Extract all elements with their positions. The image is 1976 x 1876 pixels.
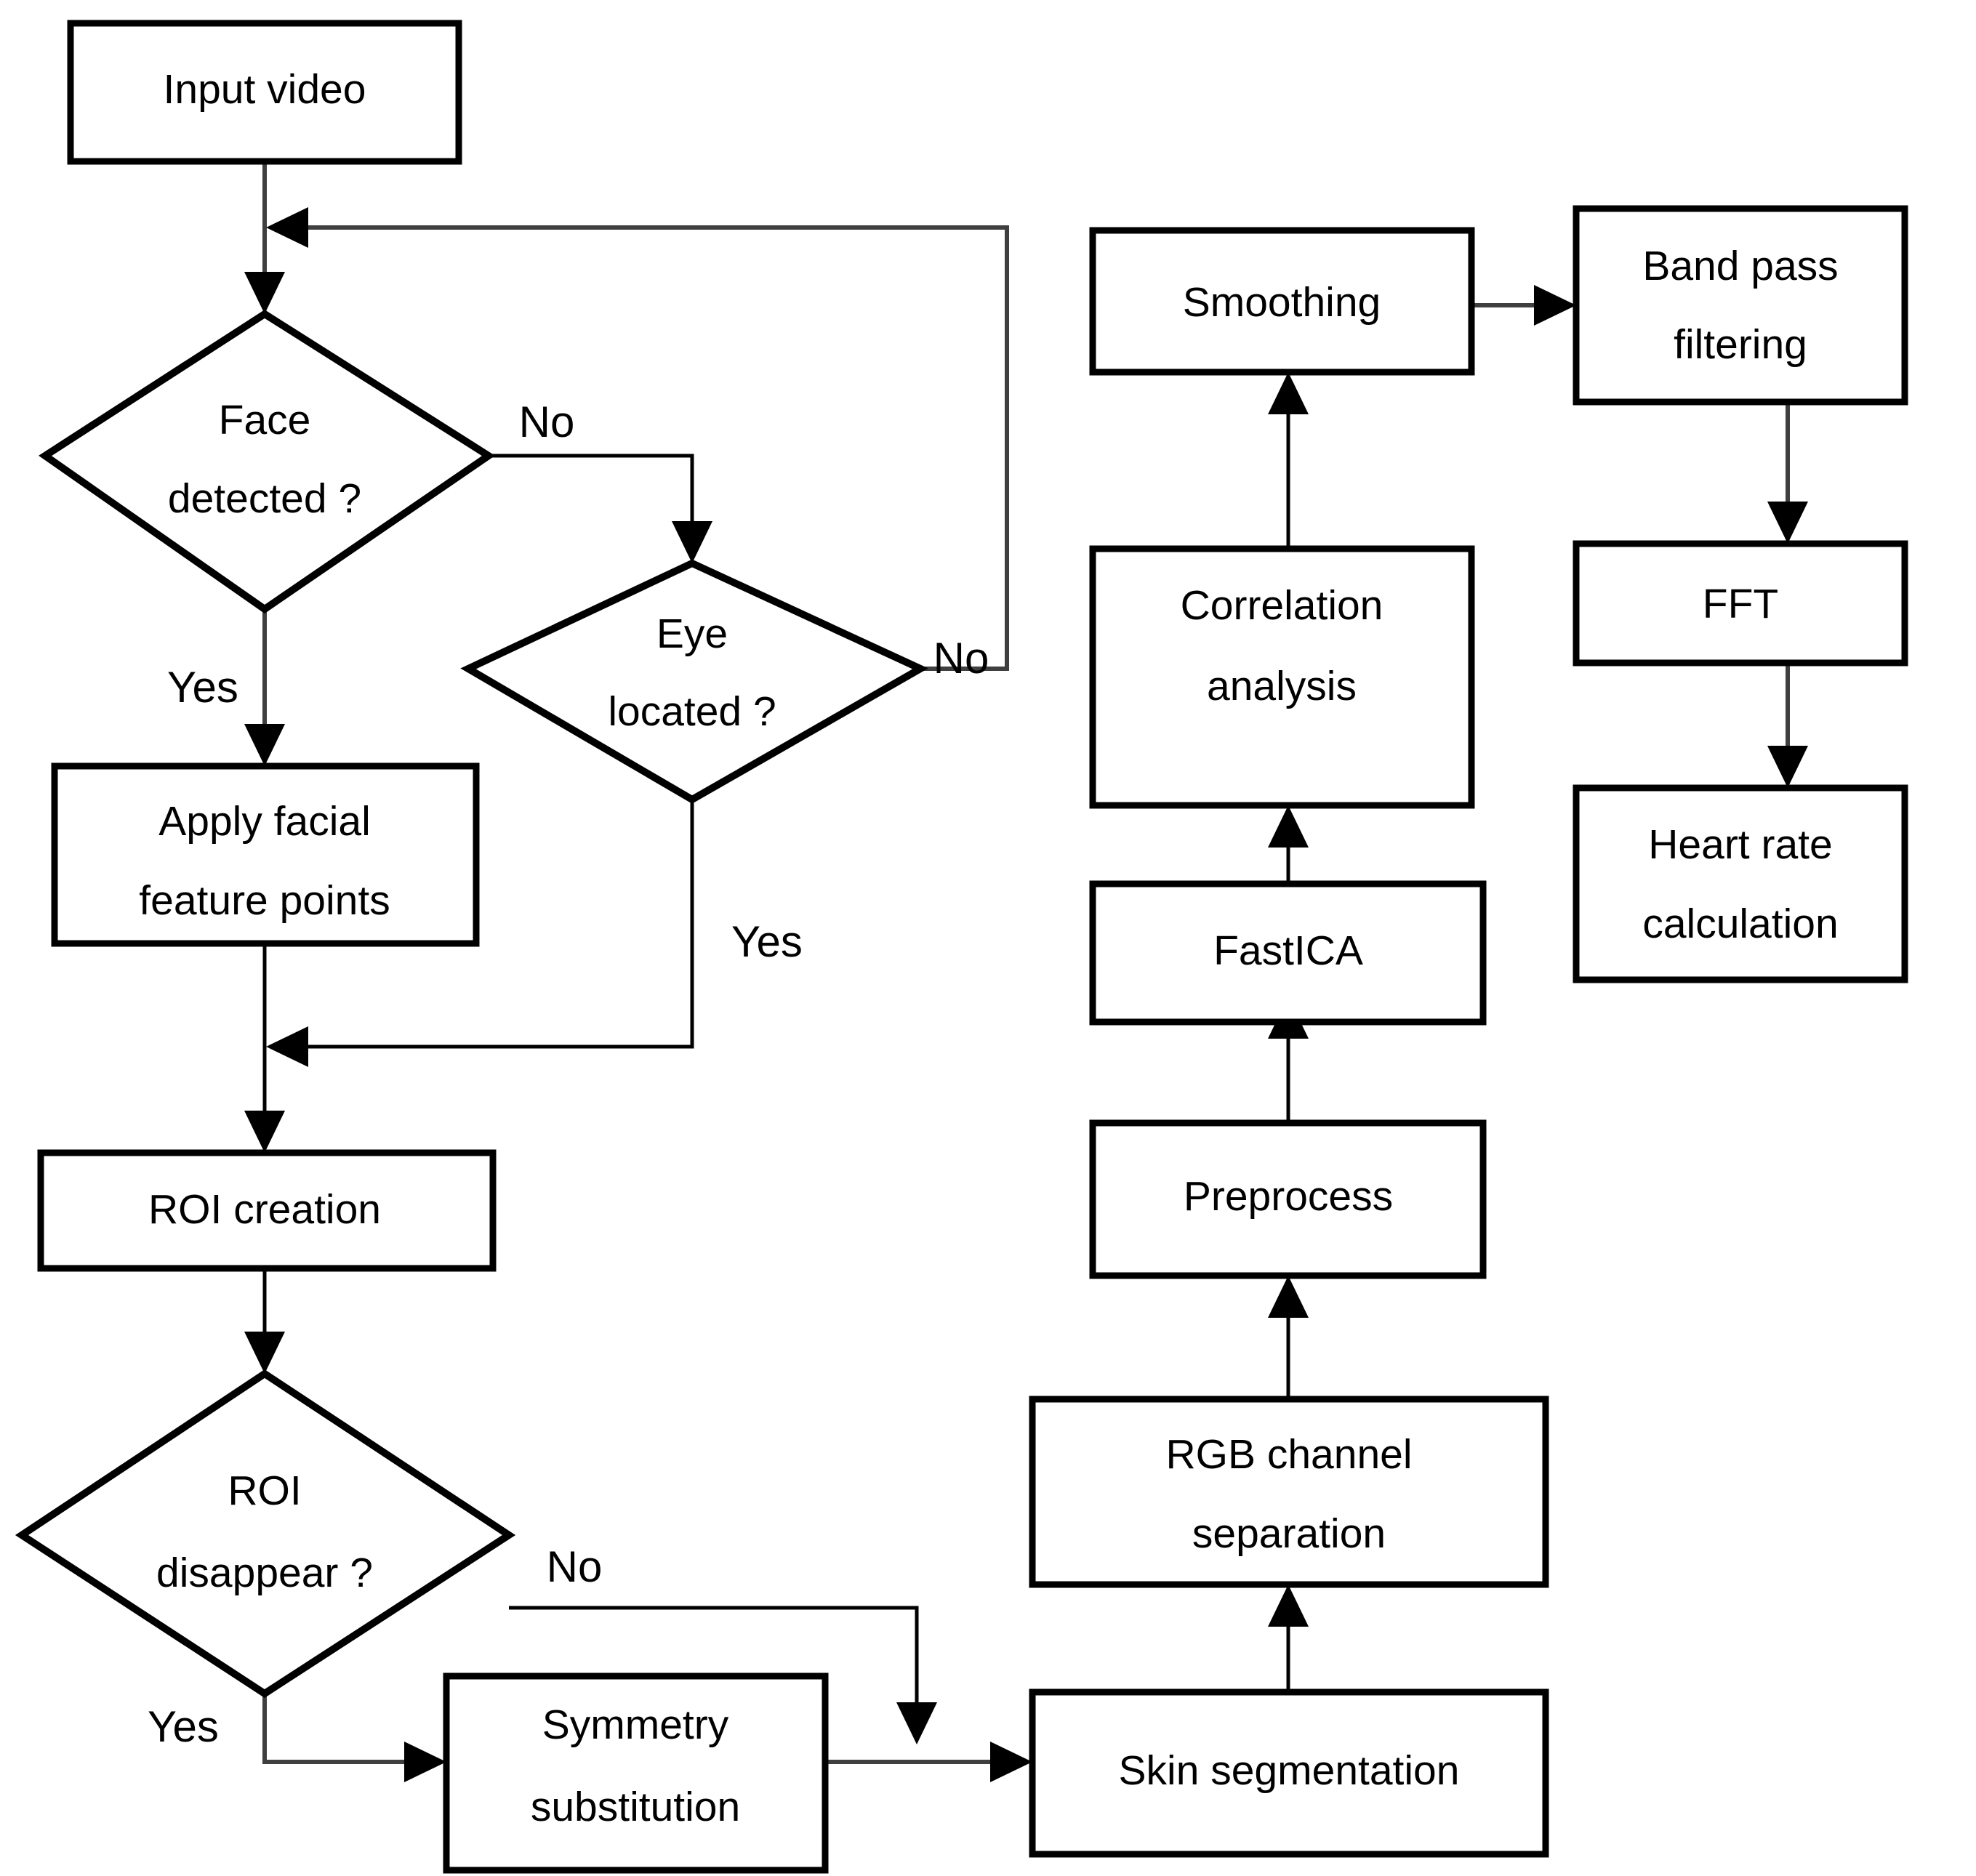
node-roi-disappear[interactable]: ROI disappear ? [15,1369,516,1698]
node-band-pass-filtering-label-line2: filtering [1674,321,1807,368]
node-eye-located[interactable]: Eye located ? [460,559,928,804]
edge-group [244,161,1808,1782]
node-correlation-analysis-shape [1089,545,1475,809]
node-heart-rate-calculation-label-line1: Heart rate [1648,821,1832,868]
edge-roi-no [509,1606,919,1719]
node-roi-disappear-label-line1: ROI [228,1468,301,1514]
arrowhead-face-no [672,521,712,563]
node-face-detected-label-line1: Face [219,397,311,443]
node-face-detected-shape [39,310,496,614]
node-heart-rate-calculation-label-line2: calculation [1642,901,1838,947]
arrowhead-input-to-face [244,272,285,314]
arrowhead-eye-no-loopback [266,207,308,248]
arrowhead-roi-no [896,1702,937,1744]
edge-label-face-no: No [519,398,575,446]
node-apply-facial-label-line2: feature points [139,877,390,924]
node-eye-located-label-line1: Eye [656,611,728,657]
node-symmetry-substitution-label-line1: Symmetry [542,1702,729,1748]
arrowhead-applyfacial-to-roicreation [244,1111,285,1153]
node-rgb-channel-separation[interactable]: RGB channel separation [1029,1396,1549,1588]
node-skin-segmentation-label: Skin segmentation [1119,1747,1460,1794]
node-rgb-channel-separation-label-line2: separation [1192,1510,1386,1557]
node-fastica[interactable]: FastICA [1089,880,1487,1026]
node-fastica-label: FastICA [1213,927,1363,974]
node-rgb-channel-separation-shape [1029,1396,1549,1588]
node-correlation-analysis-label-line2: analysis [1207,663,1357,709]
edge-label-roi-yes: Yes [148,1702,219,1751]
edge-eye-no-loopback [289,225,1009,671]
arrowhead-face-yes [244,724,285,766]
arrowhead-smoothing-to-bandpass [1534,285,1576,326]
node-input-video[interactable]: Input video [67,20,462,165]
arrowhead-skin-to-rgb [1268,1585,1309,1627]
node-skin-segmentation-shape [1029,1688,1549,1858]
node-roi-creation[interactable]: ROI creation [37,1149,497,1272]
edge-face-no [489,454,694,539]
node-fft-label: FFT [1703,581,1778,627]
node-eye-located-shape [460,559,928,804]
node-face-detected[interactable]: Face detected ? [39,310,496,614]
edge-label-face-yes: Yes [167,663,238,712]
edge-label-roi-no: No [547,1542,603,1591]
node-preprocess-shape [1089,1119,1487,1279]
arrowhead-roi-yes [404,1742,446,1782]
arrowhead-eye-yes [266,1026,308,1067]
node-smoothing-shape [1089,227,1475,376]
node-apply-facial[interactable]: Apply facial feature points [51,762,480,947]
edge-label-group: No Yes No Yes No Yes [148,398,989,1751]
node-heart-rate-calculation-shape [1573,784,1908,983]
node-symmetry-substitution-label-line2: substitution [531,1784,740,1830]
node-face-detected-label-line2: detected ? [168,475,361,522]
arrowhead-symmetry-to-skin [990,1742,1032,1782]
node-band-pass-filtering[interactable]: Band pass filtering [1573,205,1908,406]
node-smoothing[interactable]: Smoothing [1089,227,1475,376]
node-input-video-label: Input video [164,66,366,113]
node-fft-shape [1573,540,1908,667]
edge-roi-yes [262,1694,422,1764]
node-fastica-shape [1089,880,1487,1026]
node-smoothing-label: Smoothing [1183,279,1381,326]
node-fft[interactable]: FFT [1573,540,1908,667]
arrowhead-fft-to-heartrate [1767,746,1808,788]
node-preprocess-label: Preprocess [1184,1173,1393,1220]
node-apply-facial-shape [51,762,480,947]
node-roi-disappear-shape [15,1369,516,1698]
node-band-pass-filtering-shape [1573,205,1908,406]
arrowhead-rgb-to-preprocess [1268,1276,1309,1318]
node-band-pass-filtering-label-line1: Band pass [1642,243,1838,289]
node-heart-rate-calculation[interactable]: Heart rate calculation [1573,784,1908,983]
arrowhead-fastica-to-correlation [1268,805,1309,848]
node-rgb-channel-separation-label-line1: RGB channel [1165,1431,1412,1478]
node-symmetry-substitution-shape [443,1672,829,1874]
arrowhead-correlation-to-smoothing [1268,372,1309,414]
node-roi-creation-label: ROI creation [148,1186,381,1233]
node-eye-located-label-line2: located ? [608,688,776,735]
node-symmetry-substitution[interactable]: Symmetry substitution [443,1672,829,1874]
arrowhead-bandpass-to-fft [1767,502,1808,544]
node-input-video-shape [67,20,462,165]
node-correlation-analysis-label-line1: Correlation [1181,582,1383,629]
node-roi-creation-shape [37,1149,497,1272]
node-roi-disappear-label-line2: disappear ? [156,1550,373,1596]
node-apply-facial-label-line1: Apply facial [158,798,371,845]
edge-eye-yes [289,800,694,1049]
arrowhead-roicreation-to-roidisappear [244,1332,285,1374]
edge-label-eye-yes: Yes [731,917,803,966]
edge-label-eye-no: No [933,634,989,683]
node-preprocess[interactable]: Preprocess [1089,1119,1487,1279]
node-correlation-analysis[interactable]: Correlation analysis [1089,545,1475,809]
node-skin-segmentation[interactable]: Skin segmentation [1029,1688,1549,1858]
